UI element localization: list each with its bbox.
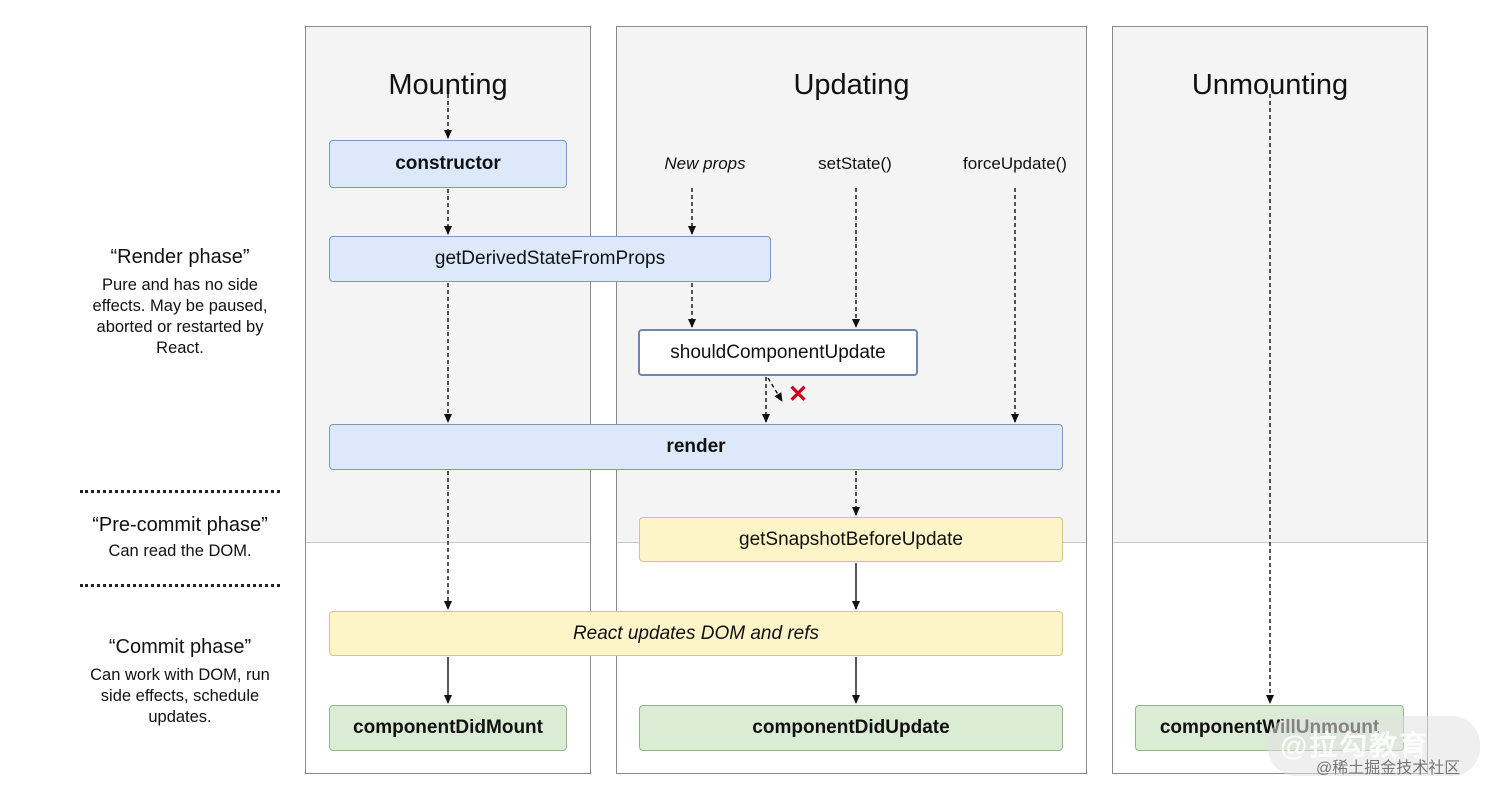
phase-divider-1: [80, 490, 280, 493]
trigger-force-update: forceUpdate(): [963, 154, 1067, 173]
get-snapshot-box: getSnapshotBeforeUpdate: [639, 517, 1063, 562]
updating-title: Updating: [793, 69, 910, 101]
commit-phase-title: “Commit phase”: [108, 636, 252, 658]
commit-phase-description: Can work with DOM, run side effects, sch…: [90, 666, 270, 726]
render-phase-description: Pure and has no side effects. May be pau…: [92, 276, 268, 357]
phase-divider-2: [80, 584, 280, 587]
skip-x-icon: ✕: [788, 381, 809, 408]
precommit-phase-description: Can read the DOM.: [108, 542, 252, 560]
react-updates-dom-box: React updates DOM and refs: [329, 611, 1063, 656]
precommit-phase-title: “Pre-commit phase”: [92, 514, 268, 536]
arrow-should-update-skip: [767, 377, 783, 402]
precommit-phase-label: “Pre-commit phase” Can read the DOM.: [76, 514, 284, 562]
watermark: [1268, 716, 1480, 776]
render-box: render: [329, 424, 1063, 470]
constructor-box: constructor: [329, 140, 567, 188]
watermark-line-1: @拉勾教育: [1280, 730, 1430, 761]
component-did-mount-box: componentDidMount: [329, 705, 567, 751]
render-phase-title: “Render phase”: [110, 246, 250, 268]
commit-phase-label: “Commit phase” Can work with DOM, run si…: [86, 636, 274, 728]
render-phase-label: “Render phase” Pure and has no side effe…: [82, 246, 278, 359]
trigger-new-props: New props: [664, 154, 746, 173]
get-derived-state-box: getDerivedStateFromProps: [329, 236, 771, 282]
should-component-update-box: shouldComponentUpdate: [638, 329, 918, 376]
trigger-set-state: setState(): [818, 154, 892, 173]
component-did-update-box: componentDidUpdate: [639, 705, 1063, 751]
watermark-line-2: @稀土掘金技术社区: [1316, 760, 1461, 777]
